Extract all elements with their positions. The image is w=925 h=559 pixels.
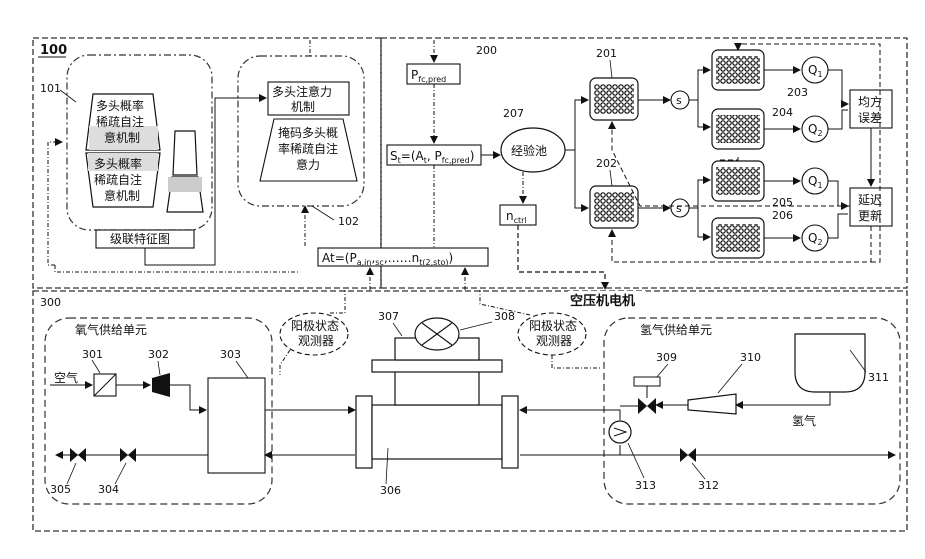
label-307: 307 <box>378 310 399 323</box>
valve-309 <box>638 398 656 414</box>
label-206: 206 <box>772 209 793 222</box>
stack-body-306 <box>372 405 502 459</box>
label-303: 303 <box>220 348 241 361</box>
stack-endplate-left <box>356 396 372 468</box>
valve-305 <box>70 448 86 462</box>
label-202: 202 <box>596 157 617 170</box>
hydrogen-label: 氢气 <box>792 413 816 428</box>
block-b-line3: 意机制 <box>104 188 140 203</box>
mse-line2: 误差 <box>858 111 882 125</box>
block-a-line3: 意机制 <box>104 130 140 145</box>
label-201: 201 <box>596 47 617 60</box>
block-a-line2: 稀疏自注 <box>96 114 144 129</box>
hydrogen-tank-311 <box>795 334 865 392</box>
distill-block-small <box>173 131 197 175</box>
pressure-regulator-310 <box>688 394 736 414</box>
label-101: 101 <box>40 82 61 95</box>
section-300-label: 300 <box>40 296 61 309</box>
delay-update-line2: 更新 <box>858 208 882 223</box>
block-b-line2: 稀疏自注 <box>94 172 142 187</box>
compressor-label: 空压机电机 <box>570 293 635 309</box>
label-204: 204 <box>772 106 793 119</box>
section-100-label: 100 <box>40 43 67 58</box>
mh-attention-line1: 多头注意力 <box>272 84 332 99</box>
oxygen-supply-label: 氧气供给单元 <box>75 322 147 337</box>
label-302: 302 <box>148 348 169 361</box>
anode-observer-left-line1: 阳极状态 <box>291 319 339 333</box>
section-200-label: 200 <box>476 44 497 57</box>
mse-line1: 均方 <box>858 94 882 109</box>
block-b-line1: 多头概率 <box>94 156 142 171</box>
svg-text:s: s <box>676 94 682 107</box>
label-311: 311 <box>868 371 889 384</box>
label-102: 102 <box>338 215 359 228</box>
label-305: 305 <box>50 483 71 496</box>
label-313: 313 <box>635 479 656 492</box>
block-a-line1: 多头概率 <box>96 98 144 113</box>
mask-attention-line2: 率稀疏自注 <box>278 141 338 156</box>
anode-observer-right-line2: 观测器 <box>536 334 572 348</box>
label-203: 203 <box>787 86 808 99</box>
mask-attention-line1: 掩码多头概 <box>278 126 338 140</box>
compressor-302 <box>152 373 170 397</box>
label-312: 312 <box>698 479 719 492</box>
valve-304 <box>120 448 136 462</box>
experience-pool-label: 经验池 <box>511 143 547 158</box>
purge-valve-312 <box>680 448 696 462</box>
anode-observer-left-line2: 观测器 <box>298 334 334 348</box>
label-310: 310 <box>740 351 761 364</box>
air-label: 空气 <box>54 370 78 385</box>
actuator-309 <box>634 377 660 386</box>
label-304: 304 <box>98 483 119 496</box>
label-308: 308 <box>494 310 515 323</box>
recirculation-pump-313 <box>609 421 631 443</box>
humidifier-303 <box>208 378 265 473</box>
label-301: 301 <box>82 348 103 361</box>
label-306: 306 <box>380 484 401 497</box>
motor-plate <box>372 360 502 372</box>
feature-map-label: 级联特征图 <box>110 231 170 246</box>
label-309: 309 <box>656 351 677 364</box>
motor-mount <box>395 370 479 405</box>
label-205: 205 <box>772 196 793 209</box>
label-207: 207 <box>503 107 524 120</box>
mh-attention-line2: 机制 <box>291 100 315 114</box>
svg-text:s: s <box>676 202 682 215</box>
hydrogen-supply-label: 氢气供给单元 <box>640 322 712 337</box>
anode-observer-right-line1: 阳极状态 <box>529 319 577 333</box>
delay-update-line1: 延迟 <box>858 193 882 207</box>
stack-endplate-right <box>502 396 518 468</box>
mask-attention-line3: 意力 <box>296 157 320 172</box>
